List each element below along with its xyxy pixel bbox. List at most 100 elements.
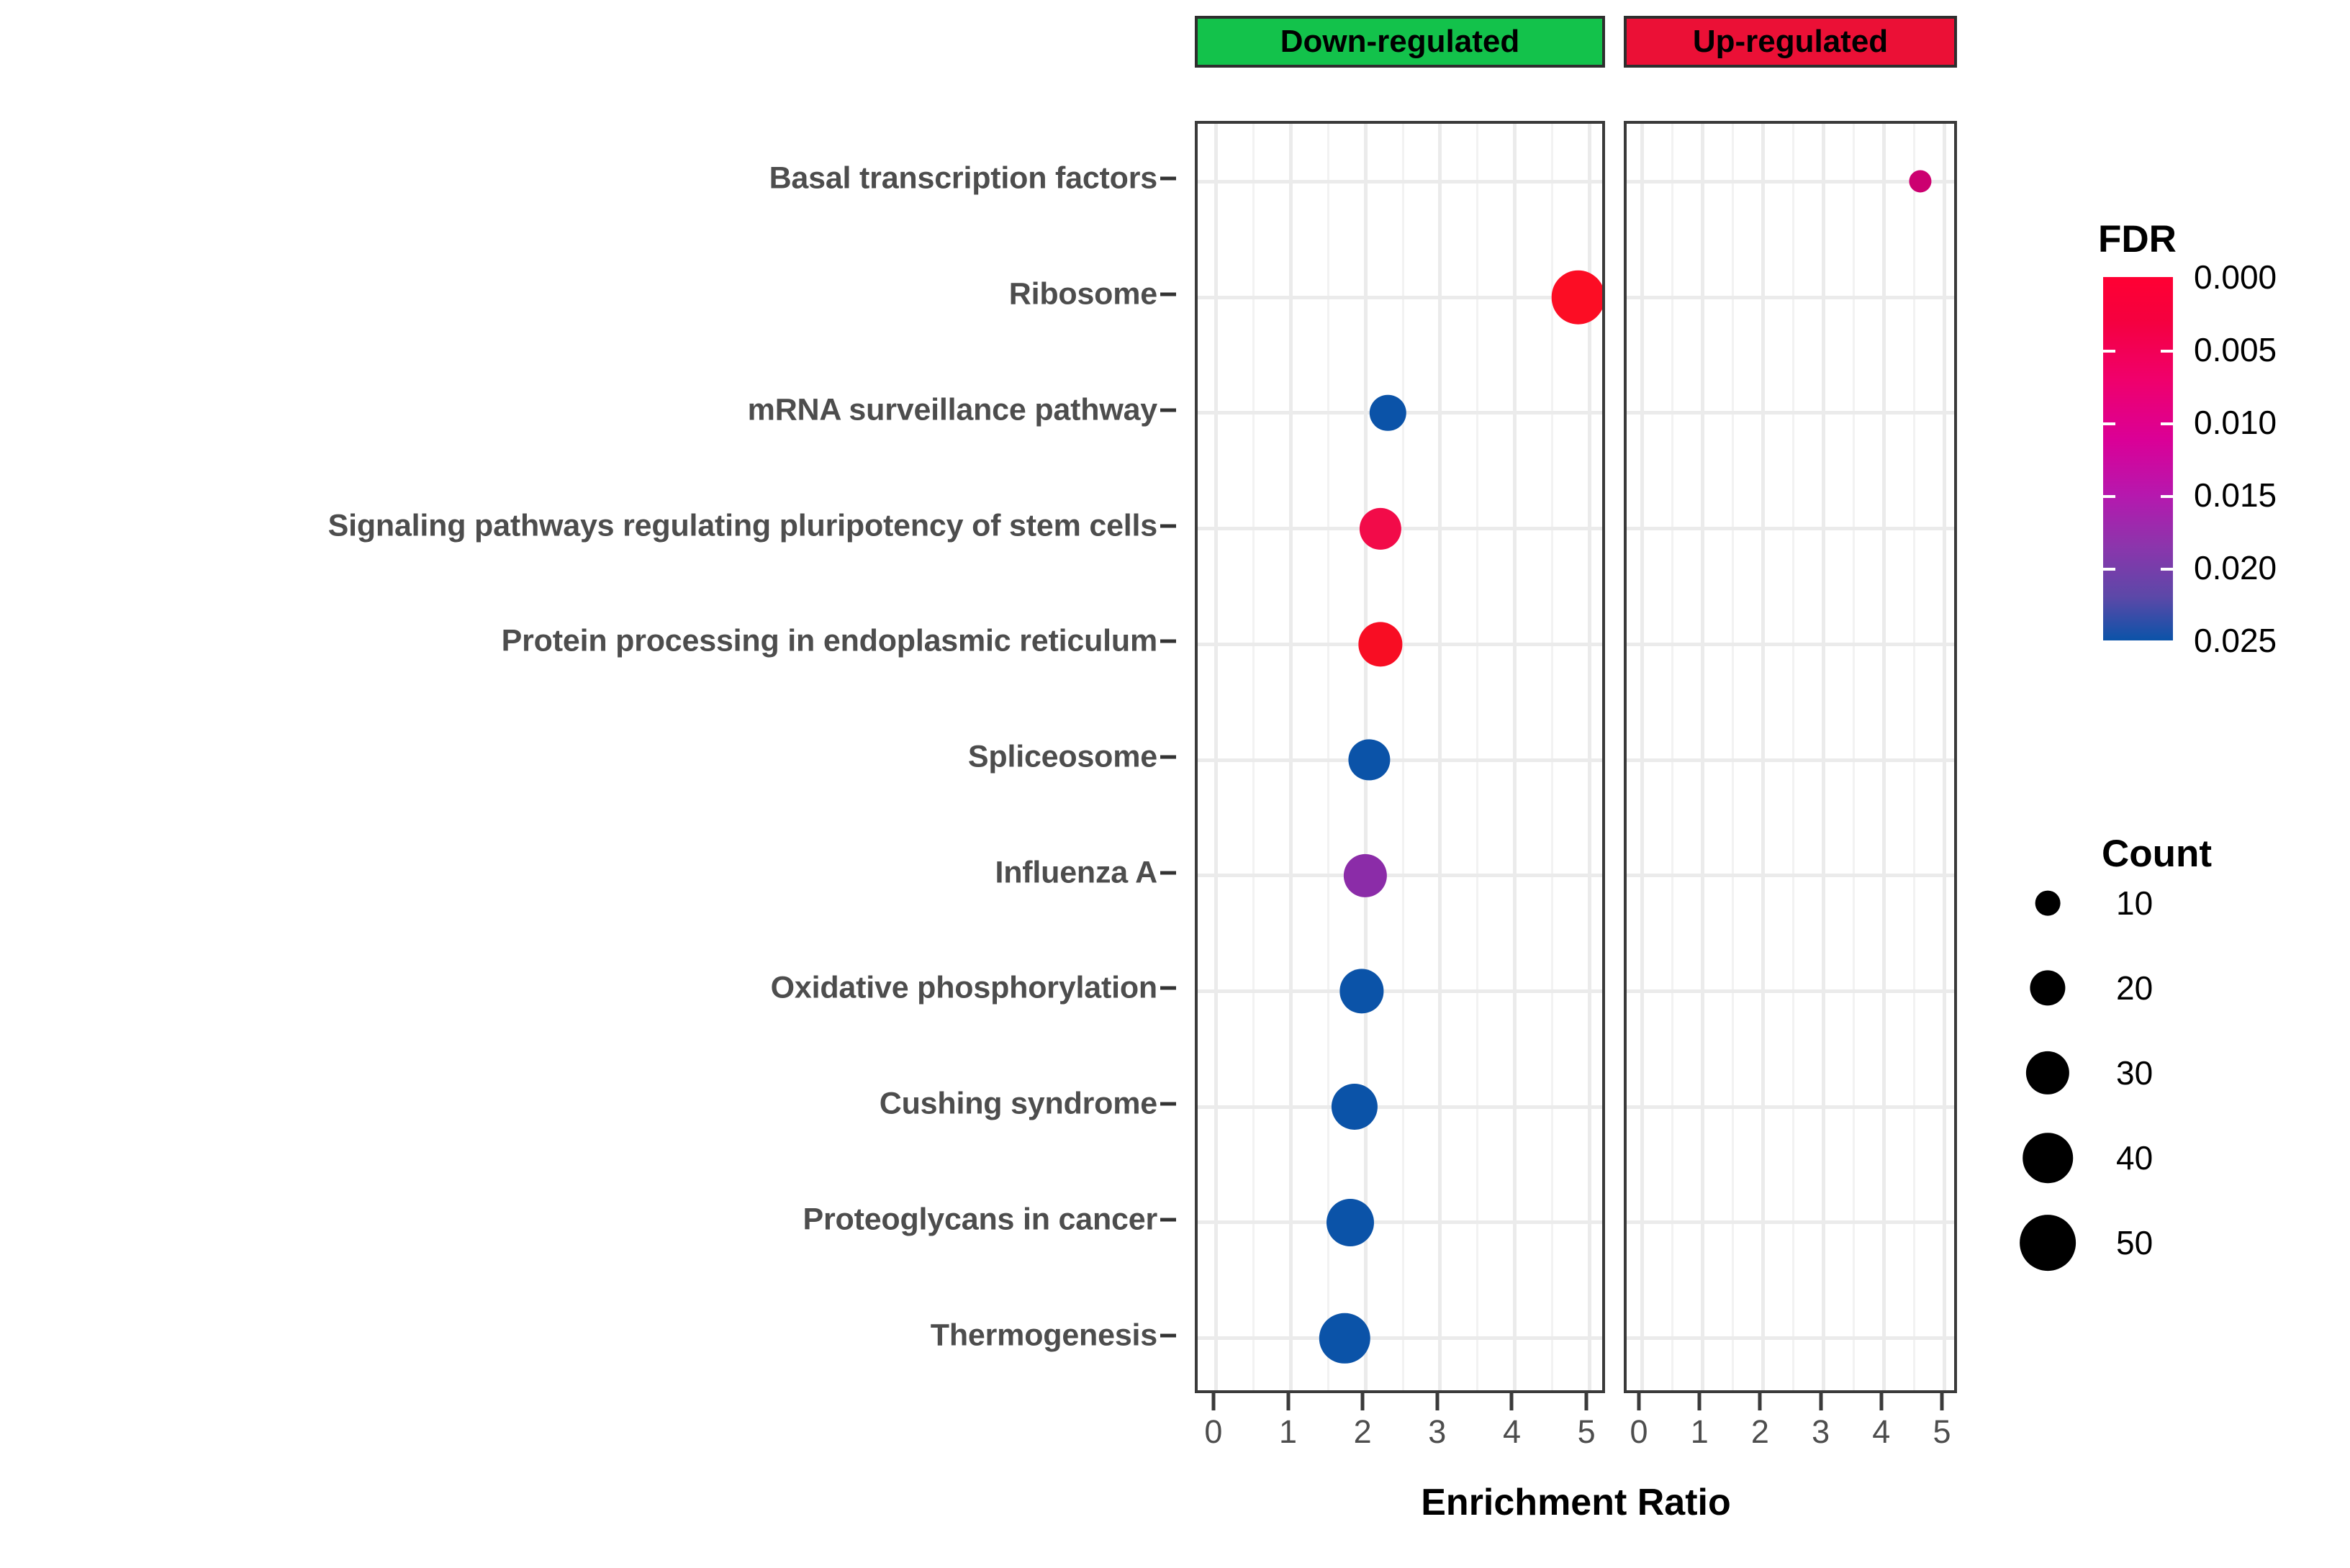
grid-line-horizontal <box>1627 411 1954 415</box>
x-axis-tick <box>1286 1393 1291 1410</box>
grid-line-horizontal <box>1627 874 1954 878</box>
count-legend-dot <box>2035 890 2061 916</box>
count-legend-dot <box>2020 1215 2076 1271</box>
x-axis-tick-label: 2 <box>1750 1413 1769 1450</box>
y-axis-tick <box>1160 1333 1176 1338</box>
y-axis-label: Influenza A <box>995 855 1157 890</box>
y-axis-tick <box>1160 1102 1176 1106</box>
data-point[interactable] <box>1359 507 1402 550</box>
data-point[interactable] <box>1551 270 1602 325</box>
fdr-legend-tick-label: 0.020 <box>2194 549 2277 586</box>
y-axis-label: Ribosome <box>1008 276 1157 312</box>
y-axis-tick <box>1160 176 1176 181</box>
grid-line-horizontal <box>1198 1336 1602 1341</box>
grid-line-horizontal <box>1627 758 1954 762</box>
x-axis-tick <box>1819 1393 1823 1410</box>
grid-line-horizontal <box>1198 989 1602 993</box>
data-point[interactable] <box>1319 1313 1370 1364</box>
grid-line-vertical <box>1943 124 1947 1390</box>
grid-line-vertical-minor <box>1853 124 1856 1390</box>
grid-line-vertical-minor <box>1401 124 1404 1390</box>
facet-strip-down-regulated: Down-regulated <box>1195 16 1605 68</box>
plot-panel-up-regulated <box>1624 121 1957 1393</box>
y-axis-tick <box>1160 986 1176 990</box>
data-point[interactable] <box>1327 1198 1375 1246</box>
x-axis-tick <box>1637 1393 1641 1410</box>
facet-strip-up-label: Up-regulated <box>1692 24 1889 59</box>
y-axis-label: Basal transcription factors <box>769 160 1158 196</box>
fdr-colorbar <box>2103 277 2173 640</box>
grid-line-horizontal <box>1198 758 1602 762</box>
x-axis-tick-label: 0 <box>1630 1413 1648 1450</box>
data-point[interactable] <box>1370 394 1406 432</box>
fdr-legend-title: FDR <box>2098 218 2177 260</box>
x-axis-tick <box>1211 1393 1216 1410</box>
fdr-legend-tick-label: 0.000 <box>2194 258 2277 296</box>
data-point[interactable] <box>1348 739 1390 781</box>
data-point[interactable] <box>1339 969 1384 1014</box>
x-axis-tick-label: 4 <box>1502 1413 1521 1450</box>
plot-panel-down-regulated <box>1195 121 1605 1393</box>
fdr-colorbar-tick <box>2161 422 2173 425</box>
grid-line-vertical <box>1640 124 1644 1390</box>
fdr-legend-tick-label: 0.005 <box>2194 331 2277 368</box>
count-legend-dot <box>2023 1133 2073 1183</box>
x-axis-tick-label: 4 <box>1872 1413 1891 1450</box>
y-axis-label: Oxidative phosphorylation <box>770 970 1158 1005</box>
data-point[interactable] <box>1344 853 1388 897</box>
count-legend-tick-label: 40 <box>2116 1139 2154 1177</box>
grid-line-vertical <box>1882 124 1886 1390</box>
fdr-colorbar-tick <box>2103 350 2115 353</box>
grid-line-horizontal <box>1627 1105 1954 1109</box>
x-axis-tick-label: 2 <box>1353 1413 1372 1450</box>
grid-line-horizontal <box>1627 527 1954 531</box>
grid-line-horizontal <box>1627 1336 1954 1341</box>
facet-strip-up-regulated: Up-regulated <box>1624 16 1957 68</box>
y-axis-tick <box>1160 871 1176 875</box>
y-axis-tick <box>1160 524 1176 528</box>
count-legend-tick-label: 20 <box>2116 969 2154 1007</box>
data-point[interactable] <box>1331 1084 1378 1130</box>
grid-line-horizontal <box>1198 1220 1602 1225</box>
grid-line-horizontal <box>1627 642 1954 646</box>
fdr-colorbar-tick <box>2161 350 2173 353</box>
count-legend-tick-label: 50 <box>2116 1224 2154 1261</box>
grid-line-horizontal <box>1198 295 1602 299</box>
x-axis-tick <box>1435 1393 1440 1410</box>
count-legend-dot <box>2030 970 2066 1006</box>
fdr-legend-tick-label: 0.010 <box>2194 404 2277 441</box>
x-axis-tick-label: 1 <box>1690 1413 1709 1450</box>
y-axis-tick <box>1160 755 1176 759</box>
grid-line-horizontal <box>1198 179 1602 183</box>
data-point[interactable] <box>1909 170 1932 193</box>
x-axis-tick <box>1758 1393 1762 1410</box>
x-axis-tick-label: 5 <box>1577 1413 1596 1450</box>
y-axis-tick <box>1160 639 1176 643</box>
y-axis-label: Signaling pathways regulating pluripoten… <box>327 508 1158 543</box>
grid-line-vertical-minor <box>1792 124 1794 1390</box>
grid-line-vertical <box>1587 124 1591 1390</box>
grid-line-vertical <box>1214 124 1219 1390</box>
y-axis-label: mRNA surveillance pathway <box>747 392 1158 427</box>
x-axis-tick <box>1509 1393 1514 1410</box>
data-point[interactable] <box>1358 622 1403 666</box>
y-axis-label: Cushing syndrome <box>879 1086 1157 1121</box>
x-axis-tick-label: 1 <box>1279 1413 1298 1450</box>
y-axis-label: Proteoglycans in cancer <box>803 1202 1158 1237</box>
grid-line-vertical-minor <box>1252 124 1255 1390</box>
y-axis-tick <box>1160 292 1176 296</box>
fdr-legend-tick-label: 0.015 <box>2194 476 2277 514</box>
grid-line-vertical-minor <box>1327 124 1329 1390</box>
fdr-colorbar-tick <box>2103 568 2115 571</box>
grid-line-horizontal <box>1627 295 1954 299</box>
x-axis-tick <box>1697 1393 1702 1410</box>
grid-line-vertical <box>1761 124 1765 1390</box>
fdr-colorbar-tick <box>2103 640 2115 643</box>
fdr-colorbar-tick <box>2103 422 2115 425</box>
grid-line-vertical <box>1438 124 1442 1390</box>
grid-line-vertical-minor <box>1476 124 1479 1390</box>
x-axis-tick-label: 5 <box>1933 1413 1951 1450</box>
